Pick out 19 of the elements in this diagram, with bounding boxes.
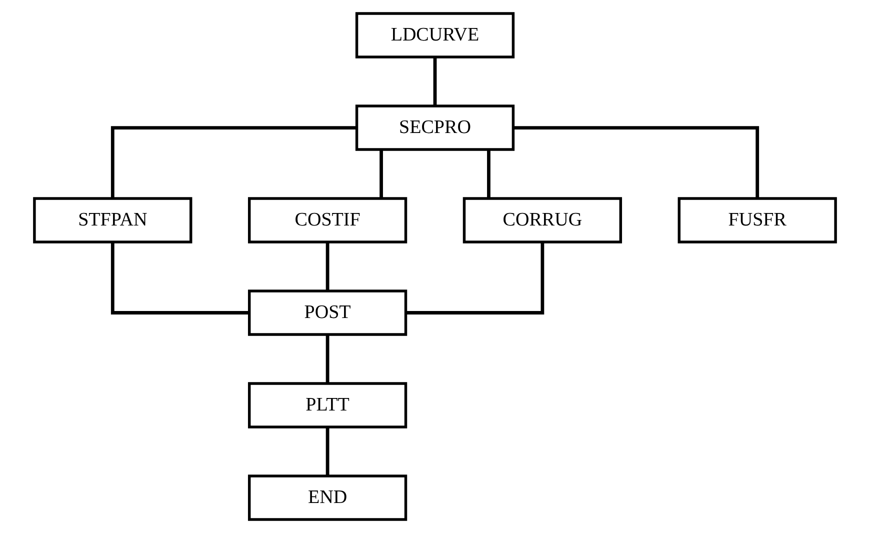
node-box: STFPAN [32,197,192,244]
connector [325,334,329,383]
connector [379,150,382,198]
connector [406,242,544,314]
connector [512,126,759,198]
node-box: POST [247,290,407,336]
node-box: SECPRO [354,104,514,151]
node-box: COSTIF [247,197,407,244]
node-box: FUSFR [677,197,836,244]
connector [325,242,329,290]
node-box: LDCURVE [354,12,514,58]
node-box: END [247,474,407,521]
connector [110,126,356,198]
connector [486,150,490,198]
connector [110,242,248,314]
node-box: PLTT [247,382,407,428]
connector [325,427,329,476]
connector [432,57,436,106]
node-box: CORRUG [462,197,622,244]
